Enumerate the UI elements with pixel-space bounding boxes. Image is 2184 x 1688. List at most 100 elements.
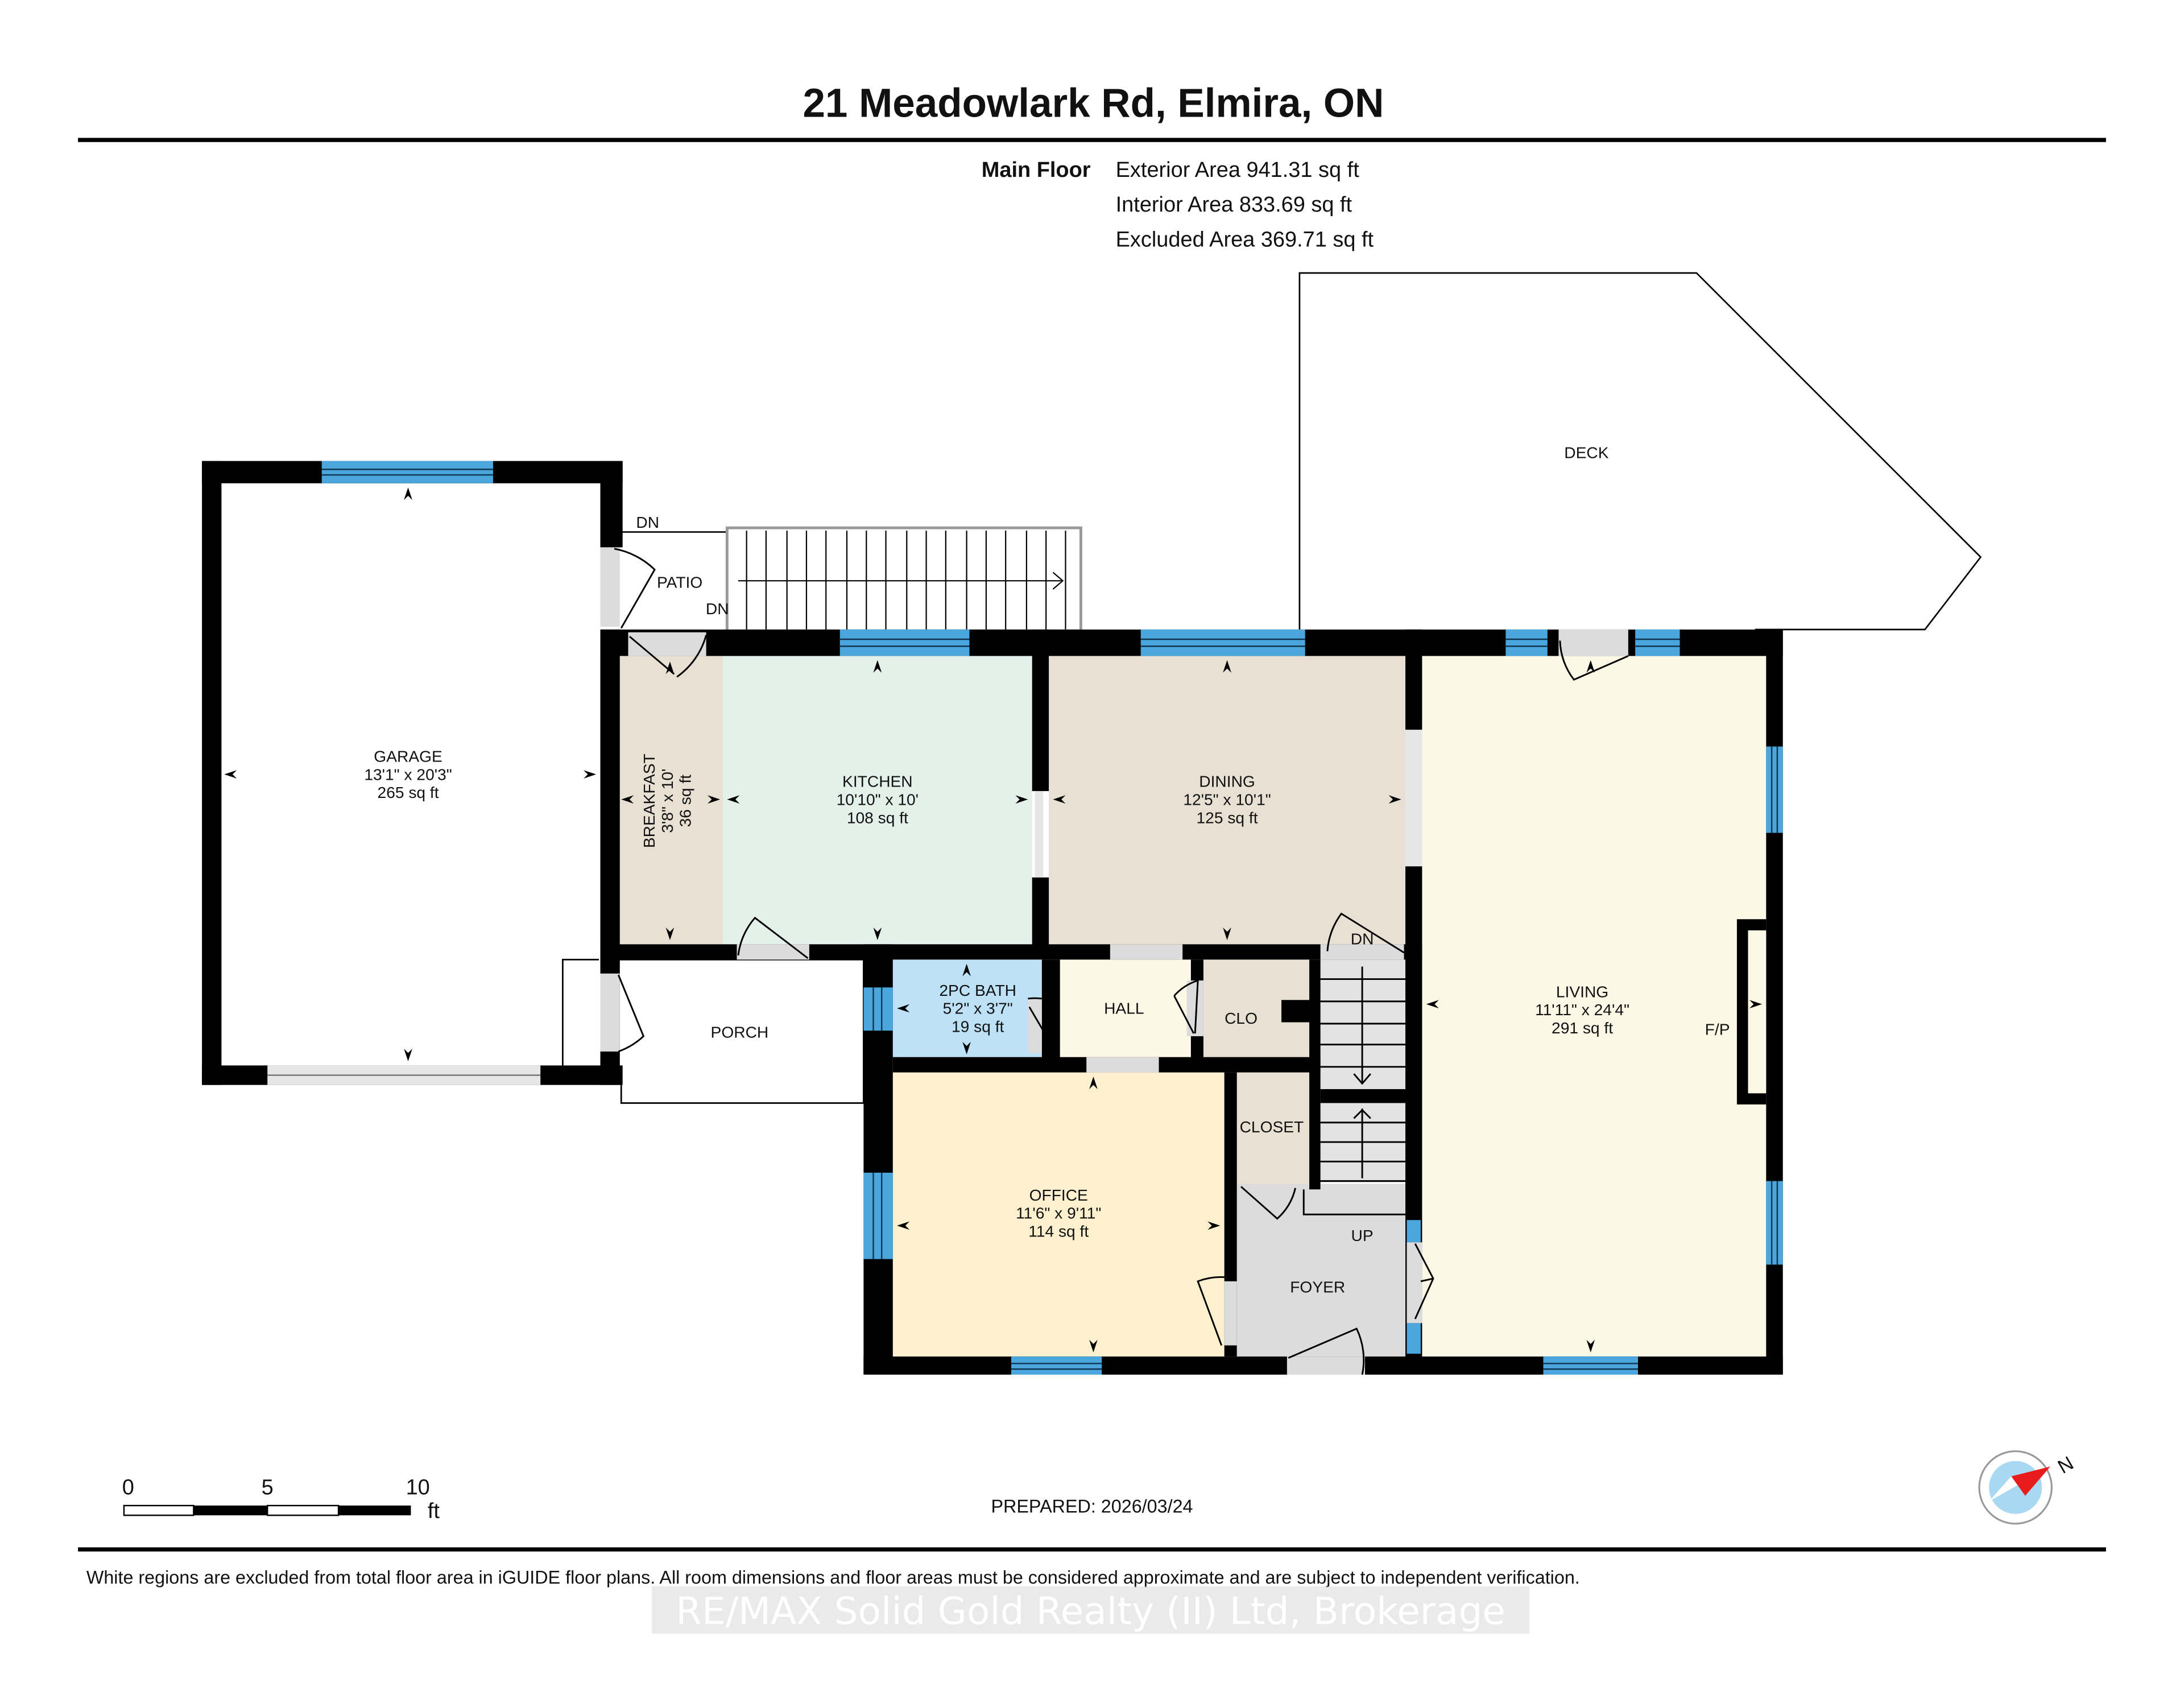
door-swing-icon [1414,1243,1434,1319]
door-swing-icon [1240,1186,1296,1220]
room-dimensions: 10'10" x 10' [837,791,919,808]
room-name: BREAKFAST [640,754,658,848]
footer-rule [78,1547,2106,1552]
window-icon [863,987,893,1031]
room-hall: HALL [1104,1000,1144,1017]
room-office: OFFICE 11'6" x 9'11" 114 sq ft [1016,1186,1101,1240]
fireplace-hearth [1748,930,1767,1094]
room-name: OFFICE [1029,1186,1088,1204]
windows [321,461,1783,1375]
watermark: RE/MAX Solid Gold Realty (II) Ltd, Broke… [652,1586,1529,1634]
room-area: 114 sq ft [1028,1223,1089,1240]
deck-label: DECK [1564,444,1608,462]
door-swing-icon [1559,640,1629,681]
room-name: DINING [1199,773,1255,791]
window-icon [1140,629,1305,656]
window-icon [1766,1181,1783,1265]
room-name: LIVING [1556,983,1608,1000]
stairs-down-label: DN [1351,930,1374,948]
window-icon [863,1172,893,1259]
door-swing-icon [628,635,708,678]
page-title: 21 Meadowlark Rd, Elmira, ON [803,81,1384,126]
window-icon [321,461,493,483]
header-rule [78,138,2106,142]
scale-tick-0: 0 [122,1476,134,1500]
compass-icon: N [1978,1450,2077,1525]
exterior-stair-treads [738,531,1066,630]
brokerage-watermark: RE/MAX Solid Gold Realty (II) Ltd, Broke… [676,1589,1505,1633]
scale-bar: 0 5 10 ft [122,1476,440,1524]
hall-floor [1060,959,1191,1060]
room-name: GARAGE [374,748,442,766]
room-foyer: FOYER [1290,1279,1345,1296]
breakfast-floor [617,656,723,945]
living-floor [1422,656,1767,1357]
window-icon [1011,1356,1102,1375]
scale-unit: ft [428,1499,440,1523]
disclaimer: White regions are excluded from total fl… [86,1567,1580,1587]
room-area: 108 sq ft [847,809,908,826]
scale-tick-10: 10 [406,1476,430,1500]
door-swing-icon [1326,912,1405,954]
closet-floor [1236,1072,1310,1184]
dimension-arrows [224,487,1762,1352]
prepared-date: PREPARED: 2026/03/24 [991,1496,1193,1516]
patio-dn-label: DN [636,514,659,531]
bath-floor [892,959,1042,1057]
room-dimensions: 13'1" x 20'3" [364,766,452,783]
interior-stairs-floor [1320,959,1408,1183]
room-name: 2PC BATH [939,982,1016,999]
floor-label: Main Floor [982,158,1091,182]
door-swing-icon [1288,1327,1365,1375]
doors [267,547,1629,1375]
stairs-up-label: UP [1351,1227,1374,1244]
window-icon [1543,1356,1638,1375]
patio-label: PATIO [657,573,702,591]
dining-living-opening [1405,730,1422,867]
interior-area: Interior Area 833.69 sq ft [1116,193,1352,217]
room-dimensions: 3'8" x 10' [659,769,676,833]
interior-stairs [1302,966,1408,1215]
room-clo: CLO [1225,1010,1258,1027]
room-bath: 2PC BATH 5'2" x 3'7" 19 sq ft [939,982,1016,1036]
room-area: 291 sq ft [1552,1019,1613,1037]
room-living: LIVING 11'11" x 24'4" 291 sq ft F/P [1535,983,1730,1038]
room-area: 265 sq ft [378,784,439,801]
scale-tick-5: 5 [262,1476,274,1500]
room-porch: PORCH [711,1023,769,1041]
door-swing-icon [617,974,645,1053]
stairs-dn-label: DN [706,600,729,618]
garage-side-door-frame [562,958,599,1070]
room-dining: DINING 12'5" x 10'1" 125 sq ft [1183,773,1271,827]
door-swing-icon [1028,997,1054,1048]
garage-floor [220,483,601,1066]
room-dimensions: 5'2" x 3'7" [943,1000,1013,1017]
window-icon [1766,746,1783,833]
room-area: 36 sq ft [677,775,694,828]
window-icon [1407,1220,1421,1354]
deck: DECK [1298,272,1982,634]
room-area: 125 sq ft [1197,809,1258,826]
room-closet: CLOSET [1240,1118,1304,1136]
room-breakfast: BREAKFAST 3'8" x 10' 36 sq ft [640,754,694,848]
door-swing-icon [614,548,656,629]
room-kitchen: KITCHEN 10'10" x 10' 108 sq ft [837,773,919,827]
room-dimensions: 11'6" x 9'11" [1016,1205,1101,1222]
dining-floor [1049,656,1406,945]
window-icon [1505,629,1548,656]
room-garage: GARAGE 13'1" x 20'3" 265 sq ft [364,748,452,802]
fireplace-label: F/P [1705,1020,1730,1038]
room-dimensions: 12'5" x 10'1" [1183,791,1271,808]
window-icon [839,629,970,656]
kitchen-floor [723,656,1032,945]
room-name: KITCHEN [842,773,913,791]
exterior-area: Exterior Area 941.31 sq ft [1116,158,1360,182]
window-icon [1635,629,1680,656]
office-floor [892,1072,1225,1357]
pass-through-opening [1035,791,1044,878]
door-swing-icon [737,916,809,959]
room-area: 19 sq ft [952,1018,1004,1036]
room-dimensions: 11'11" x 24'4" [1535,1001,1629,1019]
north-label: N [2054,1453,2077,1478]
